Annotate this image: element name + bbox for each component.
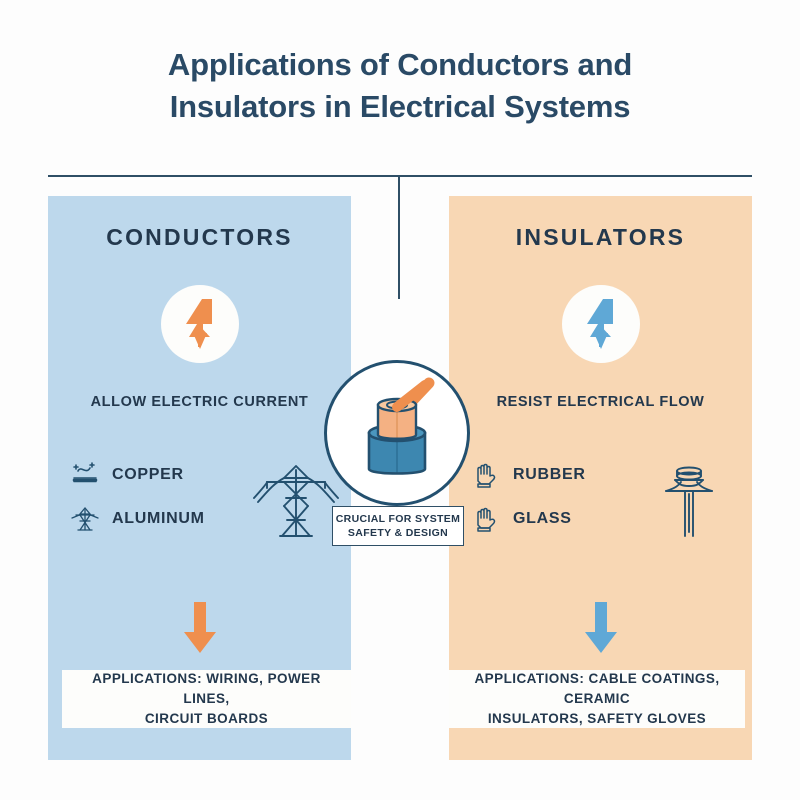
insulators-down-arrow bbox=[584, 602, 618, 654]
conductors-applications-text: APPLICATIONS: WIRING, POWER LINES, CIRCU… bbox=[68, 669, 345, 730]
center-note-text: CRUCIAL FOR SYSTEM SAFETY & DESIGN bbox=[336, 512, 461, 540]
conductors-down-arrow bbox=[183, 602, 217, 654]
conductors-applications-line-2: CIRCUIT BOARDS bbox=[144, 711, 269, 727]
ceramic-insulator-illustration bbox=[646, 458, 732, 544]
conductors-subhead: ALLOW ELECTRIC CURRENT bbox=[90, 394, 309, 410]
page-title-line-1: Applications of Conductors and bbox=[167, 47, 633, 82]
charged-wire-icon bbox=[70, 460, 100, 490]
center-medallion bbox=[324, 360, 470, 506]
insulators-bolt-badge bbox=[561, 285, 640, 363]
list-item: COPPER bbox=[70, 458, 205, 492]
conductors-applications-line-1: APPLICATIONS: WIRING, POWER LINES, bbox=[92, 670, 321, 706]
horizontal-divider bbox=[48, 175, 752, 177]
conductors-material-list: COPPER bbox=[70, 458, 205, 546]
insulators-panel: INSULATORS RESIST ELECTRICAL FLOW bbox=[449, 196, 752, 760]
list-item-label: COPPER bbox=[112, 466, 184, 483]
list-item-label: ALUMINUM bbox=[112, 510, 205, 527]
insulators-subhead: RESIST ELECTRICAL FLOW bbox=[496, 394, 705, 410]
safety-glove-icon bbox=[471, 504, 501, 534]
list-item-label: GLASS bbox=[513, 510, 572, 527]
safety-glove-icon bbox=[471, 460, 501, 490]
list-item-label: RUBBER bbox=[513, 466, 586, 483]
conductors-applications-box: APPLICATIONS: WIRING, POWER LINES, CIRCU… bbox=[62, 670, 351, 728]
insulators-applications-line-2: INSULATORS, SAFETY GLOVES bbox=[487, 711, 707, 727]
center-note-box: CRUCIAL FOR SYSTEM SAFETY & DESIGN bbox=[332, 506, 464, 546]
transmission-tower-illustration bbox=[253, 458, 339, 544]
conductors-bolt-badge bbox=[160, 285, 239, 363]
conductors-panel: CONDUCTORS ALLOW ELECTRIC CURRENT bbox=[48, 196, 351, 760]
center-note-line-1: CRUCIAL FOR SYSTEM bbox=[335, 512, 461, 525]
page-title: Applications of Conductors and Insulator… bbox=[60, 44, 740, 128]
insulators-applications-line-1: APPLICATIONS: CABLE COATINGS, CERAMIC bbox=[474, 670, 720, 706]
vertical-divider bbox=[398, 177, 400, 299]
insulators-applications-box: APPLICATIONS: CABLE COATINGS, CERAMIC IN… bbox=[449, 670, 745, 728]
insulators-applications-text: APPLICATIONS: CABLE COATINGS, CERAMIC IN… bbox=[455, 669, 739, 730]
insulated-cable-illustration bbox=[367, 377, 435, 475]
conductors-heading: CONDUCTORS bbox=[106, 224, 293, 250]
transmission-tower-icon bbox=[70, 504, 100, 534]
list-item: RUBBER bbox=[471, 458, 586, 492]
insulators-material-list: RUBBER GLASS bbox=[471, 458, 586, 546]
page-title-line-2: Insulators in Electrical Systems bbox=[169, 88, 631, 124]
list-item: ALUMINUM bbox=[70, 502, 205, 536]
lightning-bolt-icon bbox=[586, 299, 613, 349]
center-note-line-2: SAFETY & DESIGN bbox=[347, 527, 449, 539]
lightning-bolt-icon bbox=[185, 299, 212, 349]
insulators-heading: INSULATORS bbox=[515, 224, 686, 250]
list-item: GLASS bbox=[471, 502, 586, 536]
